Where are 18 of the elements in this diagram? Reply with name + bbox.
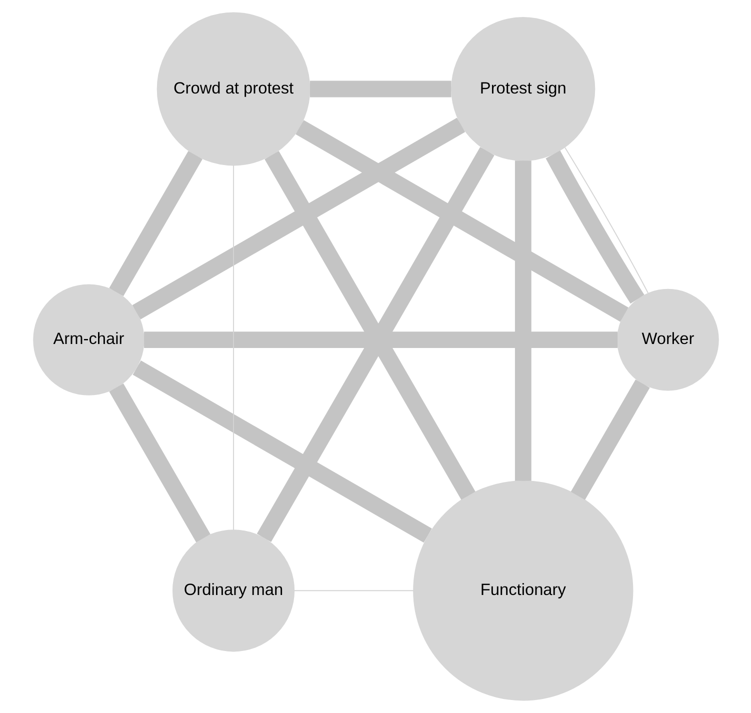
connector bbox=[570, 380, 650, 500]
connector bbox=[295, 120, 628, 322]
connector bbox=[108, 150, 202, 296]
connector bbox=[108, 383, 210, 542]
connector bbox=[293, 590, 414, 592]
connector bbox=[264, 151, 475, 500]
connector bbox=[514, 160, 531, 481]
node-circle: Arm-chair bbox=[32, 284, 144, 396]
node-circle: Worker bbox=[616, 288, 718, 391]
connector bbox=[564, 147, 648, 294]
connector bbox=[256, 147, 494, 542]
node-circle: Functionary bbox=[412, 480, 633, 701]
connector bbox=[545, 150, 644, 304]
node-circle: Ordinary man bbox=[172, 530, 294, 652]
connector bbox=[232, 164, 234, 531]
node-circle: Crowd at protest bbox=[156, 12, 310, 166]
node-circle: Protest sign bbox=[450, 16, 595, 162]
connector bbox=[310, 80, 451, 98]
